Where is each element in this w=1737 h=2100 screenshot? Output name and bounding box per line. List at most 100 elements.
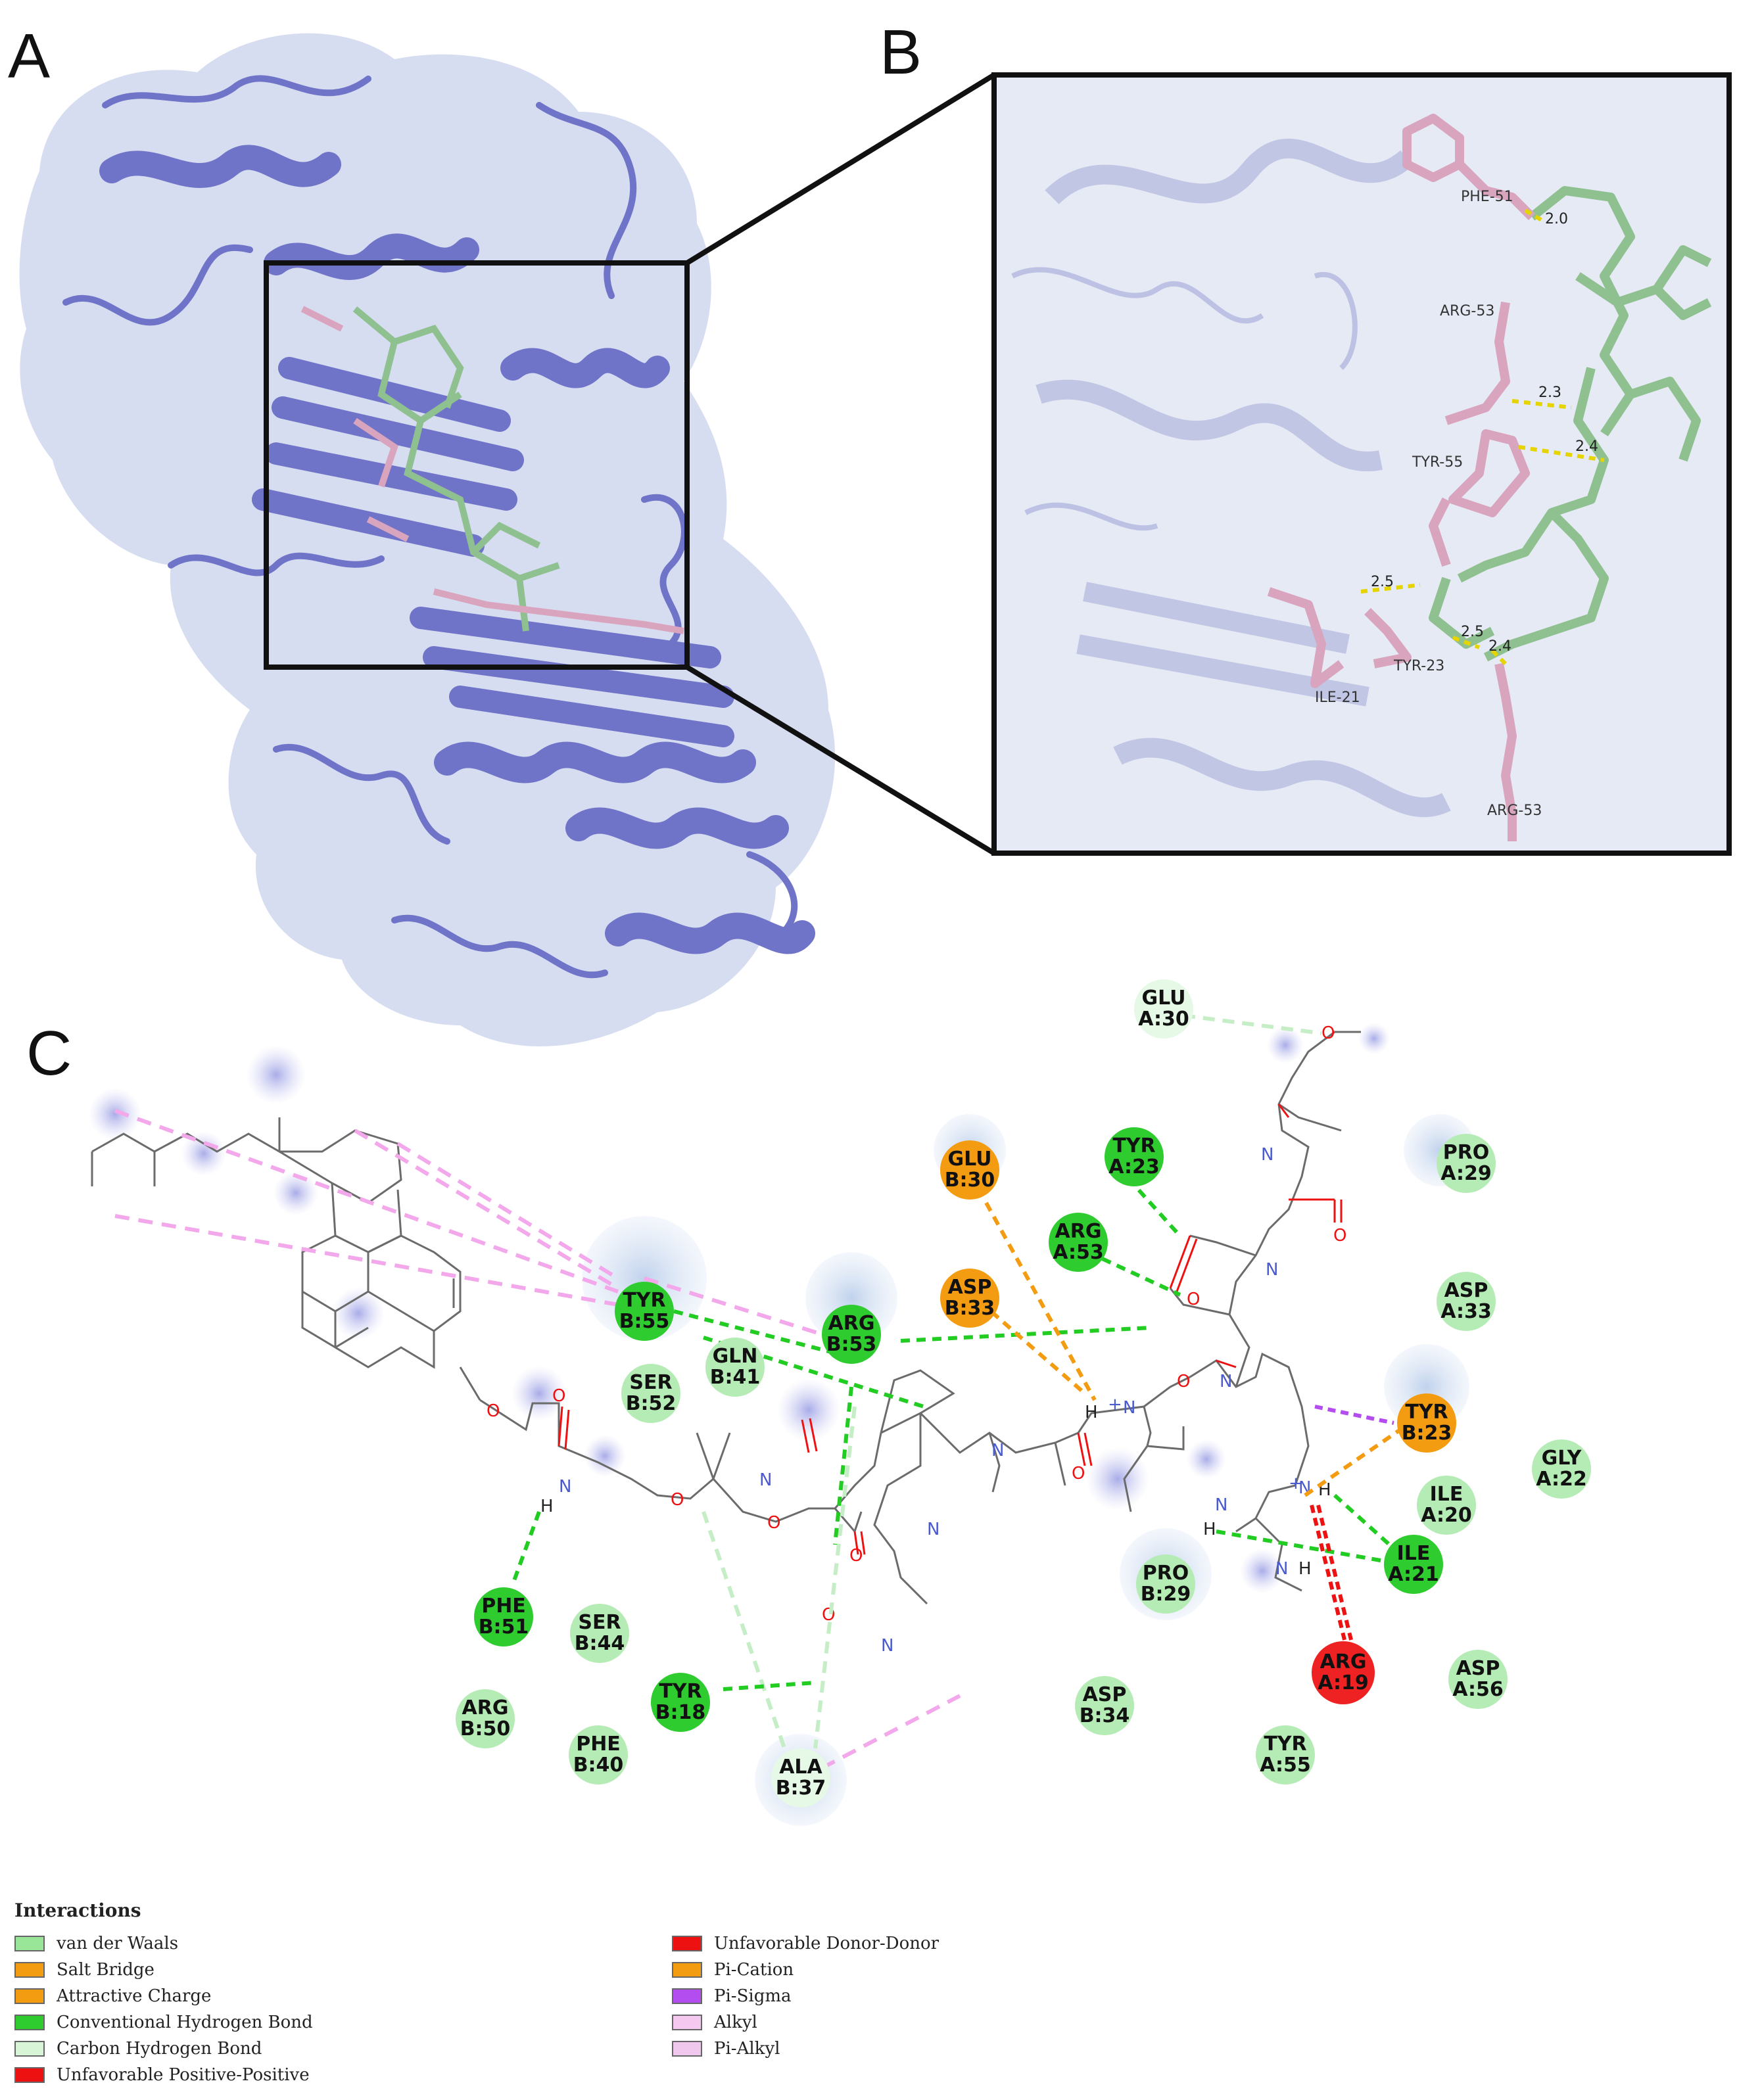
ligand-sticks-b [1429,186,1712,662]
svg-text:GLY: GLY [1542,1447,1582,1470]
legend-item: Attractive Charge [14,1983,672,2009]
svg-text:ASP: ASP [1456,1657,1500,1680]
svg-text:B:23: B:23 [1402,1422,1452,1445]
svg-text:H: H [1085,1403,1098,1422]
legend-swatch [14,2067,45,2083]
legend-swatch [14,2041,45,2057]
residue-disc [1448,1650,1508,1709]
legend-swatch [14,2015,45,2030]
distance-label: 2.0 [1545,211,1568,227]
legend-swatch [672,2015,702,2030]
solvent-blobs [89,1023,1390,1593]
svg-text:TYR: TYR [659,1680,702,1703]
svg-text:B:44: B:44 [575,1632,625,1655]
svg-text:B:18: B:18 [655,1701,706,1724]
legend-swatch [672,1988,702,2004]
svg-text:PRO: PRO [1443,1141,1490,1164]
residue-disc [1437,1272,1496,1331]
svg-text:PHE: PHE [481,1595,526,1618]
residue-disc [1105,1127,1164,1186]
svg-text:N: N [1123,1398,1135,1418]
svg-text:A:19: A:19 [1318,1671,1369,1694]
distance-label: 2.5 [1371,574,1394,590]
svg-text:H: H [1203,1520,1216,1539]
svg-text:ILE: ILE [1397,1542,1431,1565]
residue-disc [1397,1393,1456,1453]
residue-disc [615,1282,674,1341]
legend-swatch [672,1936,702,1951]
svg-text:O: O [671,1490,684,1510]
legend-label: Conventional Hydrogen Bond [57,2013,313,2032]
distance-label: 2.5 [1461,624,1484,640]
legend-item: Salt Bridge [14,1957,672,1983]
residue-disc [1134,979,1193,1038]
svg-text:A:30: A:30 [1138,1008,1189,1031]
protein-cartoon [62,75,815,979]
legend-column-2: Unfavorable Donor-Donor Pi-Cation Pi-Sig… [672,1930,1329,2088]
legend-item: Carbon Hydrogen Bond [14,2036,672,2062]
residue-disc [1256,1725,1315,1785]
svg-text:O: O [1333,1226,1346,1246]
residue-disc [651,1673,710,1732]
panel-a-protein-structure [19,33,996,1047]
panel-label-c: C [26,1018,72,1088]
residue-disc [1312,1641,1375,1704]
svg-text:N: N [1215,1495,1227,1515]
zoom-box [264,260,690,670]
residue-disc [940,1140,999,1200]
svg-text:N: N [927,1520,940,1539]
svg-text:B:40: B:40 [573,1754,624,1777]
distance-label: 2.4 [1575,438,1598,455]
svg-text:A:23: A:23 [1108,1155,1160,1178]
residue-disc [621,1364,680,1423]
legend-label: Pi-Cation [714,1960,794,1980]
legend-item: Conventional Hydrogen Bond [14,2009,672,2036]
svg-text:N: N [559,1477,571,1497]
svg-text:B:50: B:50 [460,1717,511,1740]
legend-label: Carbon Hydrogen Bond [57,2039,262,2059]
ligand-sticks-a [352,306,560,632]
svg-text:SER: SER [629,1371,672,1394]
legend-label: van der Waals [57,1934,179,1953]
legend-label: Unfavorable Positive-Positive [57,2065,310,2085]
svg-text:O: O [487,1401,500,1421]
interaction-lines [114,1014,1402,1770]
svg-text:ILE: ILE [1430,1483,1463,1506]
legend-item: Unfavorable Donor-Donor [672,1930,1329,1957]
svg-text:ARG: ARG [1320,1650,1367,1673]
legend-swatch [14,1962,45,1978]
distance-label: 2.4 [1488,638,1511,655]
legend-swatch [672,1962,702,1978]
svg-text:B:37: B:37 [776,1777,826,1800]
svg-text:A:53: A:53 [1053,1241,1104,1264]
residue-disc [1437,1134,1496,1193]
svg-text:ARG: ARG [828,1312,875,1335]
svg-text:PRO: PRO [1143,1562,1189,1585]
residue-label-3d: ARG-53 [1487,803,1542,819]
legend-swatch [14,1936,45,1951]
legend-item: Pi-Cation [672,1957,1329,1983]
residue-sticks-a [300,306,684,634]
zoom-connector-bottom [685,665,996,856]
residue-label-3d: ARG-53 [1440,303,1494,319]
residue-disc [1049,1213,1108,1272]
legend-label: Salt Bridge [57,1960,155,1980]
svg-text:B:53: B:53 [826,1333,877,1356]
residue-disc [1532,1439,1591,1499]
svg-text:+: + [1108,1395,1122,1414]
residue-disc [822,1305,881,1364]
svg-text:GLU: GLU [947,1148,991,1171]
residue-disc [940,1269,999,1328]
svg-text:TYR: TYR [1112,1134,1155,1157]
legend-item: Pi-Sigma [672,1983,1329,2009]
legend-column-1: van der Waals Salt Bridge Attractive Cha… [14,1930,672,2088]
svg-text:B:29: B:29 [1141,1583,1191,1606]
svg-text:O: O [1177,1372,1190,1391]
svg-text:A:21: A:21 [1388,1563,1439,1586]
legend-swatch [672,2041,702,2057]
residue-disc [705,1338,765,1397]
residue-label-3d: TYR-23 [1393,658,1444,674]
svg-text:ARG: ARG [462,1696,509,1719]
svg-text:B:30: B:30 [945,1169,995,1192]
